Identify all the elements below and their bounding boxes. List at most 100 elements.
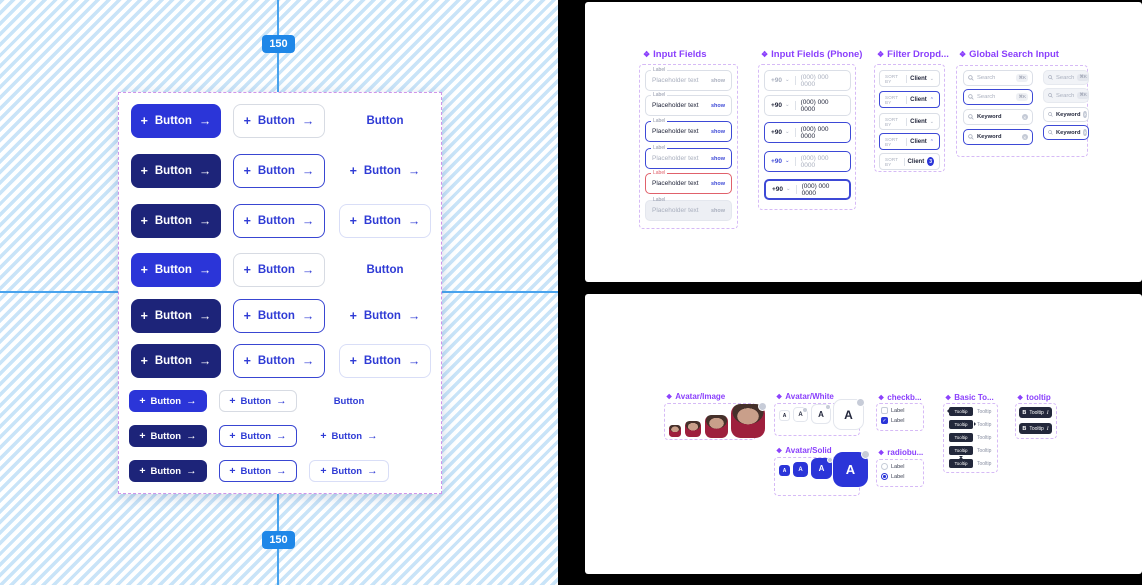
avatar-image-md[interactable]: [705, 415, 728, 438]
button-label: Button: [363, 310, 401, 322]
search-icon: [968, 134, 974, 140]
button-label: Button: [257, 310, 295, 322]
section-header-avatar-solid: ❖Avatar/Solid: [776, 446, 832, 455]
show-link[interactable]: show: [710, 128, 725, 135]
show-link[interactable]: show: [710, 102, 725, 109]
avatar-image-lg[interactable]: [731, 402, 767, 438]
button-small-solid-hover[interactable]: +Button→: [129, 425, 207, 447]
button-outline[interactable]: +Button→: [233, 253, 325, 287]
button-solid-hover[interactable]: +Button→: [131, 299, 221, 333]
avatar-solid-xs[interactable]: A: [779, 465, 790, 476]
show-link[interactable]: show: [710, 155, 725, 162]
avatar-image-sm[interactable]: [685, 421, 701, 437]
radio-unchecked[interactable]: [881, 463, 888, 470]
checkbox-checked[interactable]: ✓: [881, 417, 888, 424]
button-outline-pressed[interactable]: +Button→: [233, 344, 325, 378]
phone-input-focus[interactable]: +90⌄(000) 000 0000: [764, 122, 851, 143]
button-small-outline[interactable]: +Button→: [219, 390, 297, 412]
clear-icon[interactable]: ✕: [1083, 129, 1087, 136]
clear-icon[interactable]: ✕: [1021, 113, 1028, 121]
button-label: Button: [366, 264, 404, 276]
search-input-default[interactable]: Search⌘K: [963, 70, 1033, 86]
search-input-compact-fill[interactable]: Search⌘K: [1043, 70, 1089, 85]
country-code[interactable]: +90: [771, 102, 783, 109]
clear-icon[interactable]: ✕: [1083, 111, 1087, 118]
phone-input-dropdown-open[interactable]: +90⌄(000) 000 0000: [764, 151, 851, 172]
search-input-focus[interactable]: Search⌘K: [963, 89, 1033, 105]
button-tertiary[interactable]: +Button→: [339, 204, 431, 238]
button-small-tertiary[interactable]: +Button→: [309, 460, 389, 482]
button-text[interactable]: Button: [339, 104, 431, 138]
button-small-outline-pressed[interactable]: +Button→: [219, 460, 297, 482]
button-solid-primary[interactable]: +Button→: [131, 253, 221, 287]
button-solid-pressed[interactable]: +Button→: [131, 344, 221, 378]
button-text[interactable]: Button: [339, 253, 431, 287]
arrow-right-icon: →: [186, 465, 197, 477]
button-outline-hover[interactable]: +Button→: [233, 299, 325, 333]
checkbox-row-checked[interactable]: ✓Label: [881, 417, 904, 424]
section-header-global-search: ❖Global Search Input: [959, 49, 1059, 60]
show-link[interactable]: show: [710, 77, 725, 84]
arrow-right-icon: →: [276, 395, 287, 407]
button-outline[interactable]: +Button→: [233, 104, 325, 138]
button-small-text-icons[interactable]: +Button→: [309, 425, 389, 447]
search-input-keyword-focus[interactable]: Keyword✕: [963, 129, 1033, 145]
show-link[interactable]: show: [710, 180, 725, 187]
search-input-compact-keyword[interactable]: Keyword✕: [1043, 107, 1089, 122]
phone-input-filled[interactable]: +90⌄(000) 000 0000: [764, 95, 851, 116]
plus-icon: +: [349, 214, 357, 228]
button-tertiary[interactable]: +Button→: [339, 344, 431, 378]
radio-row-unchecked[interactable]: Label: [881, 463, 904, 470]
avatar-white-md[interactable]: A: [811, 404, 831, 424]
country-code[interactable]: +90: [772, 186, 784, 193]
button-small-solid-pressed[interactable]: +Button→: [129, 460, 207, 482]
country-code[interactable]: +90: [771, 129, 783, 136]
button-small-outline-hover[interactable]: +Button→: [219, 425, 297, 447]
shortcut-badge: ⌘K: [1077, 73, 1089, 82]
keyword-value: Keyword: [977, 114, 1002, 120]
checkbox-unchecked[interactable]: [881, 407, 888, 414]
checkbox-row-unchecked[interactable]: Label: [881, 407, 904, 414]
button-solid-hover[interactable]: +Button→: [131, 154, 221, 188]
avatar-white-lg[interactable]: A: [833, 398, 865, 430]
button-label: Button: [257, 215, 295, 227]
button-text-icons[interactable]: +Button→: [339, 154, 431, 188]
phone-input-active[interactable]: +90⌄(000) 000 0000: [764, 179, 851, 200]
search-input-compact-focus[interactable]: Search⌘K: [1043, 88, 1089, 103]
country-code[interactable]: +90: [771, 158, 783, 165]
button-label: Button: [150, 430, 182, 442]
search-input-keyword[interactable]: Keyword ✕: [963, 109, 1033, 125]
avatar-white-xs[interactable]: A: [779, 410, 790, 421]
section-header-input-fields: ❖Input Fields: [643, 49, 707, 60]
avatar-white-sm[interactable]: A: [793, 407, 808, 422]
button-solid-primary[interactable]: +Button→: [131, 104, 221, 138]
avatar-solid-lg[interactable]: A: [833, 450, 870, 487]
button-small-solid[interactable]: +Button→: [129, 390, 207, 412]
filter-value: Client: [910, 118, 927, 125]
radio-checked[interactable]: [881, 473, 888, 480]
phone-input-default[interactable]: +90⌄(000) 000 0000: [764, 70, 851, 91]
avatar-solid-sm[interactable]: A: [793, 462, 808, 477]
button-solid-pressed[interactable]: +Button→: [131, 204, 221, 238]
avatar-image-xs[interactable]: [669, 425, 681, 437]
avatar-solid-md[interactable]: A: [811, 457, 833, 479]
button-outline-hover[interactable]: +Button→: [233, 154, 325, 188]
country-code[interactable]: +90: [771, 77, 783, 84]
button-text-icons[interactable]: +Button→: [339, 299, 431, 333]
button-small-text[interactable]: Button: [309, 390, 389, 412]
radio-row-checked[interactable]: Label: [881, 473, 904, 480]
search-input-compact-keyword-focus[interactable]: Keyword✕: [1043, 125, 1089, 140]
button-outline-pressed[interactable]: +Button→: [233, 204, 325, 238]
arrow-right-icon: →: [198, 309, 212, 323]
clear-icon[interactable]: ✕: [1021, 133, 1028, 141]
